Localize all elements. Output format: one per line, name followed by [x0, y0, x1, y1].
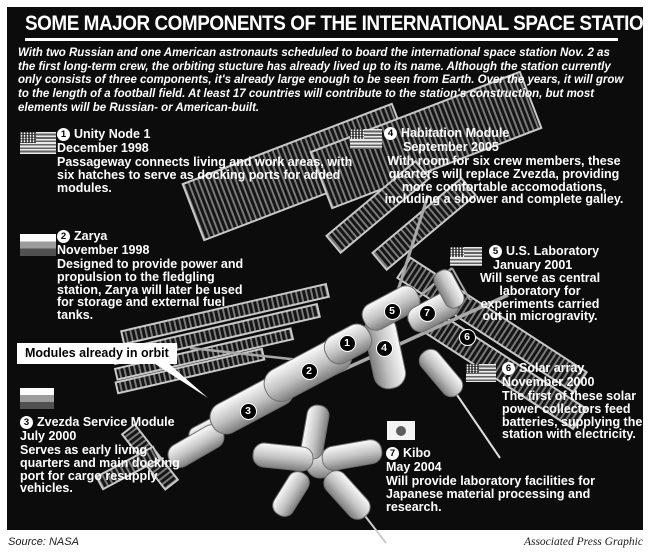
item-number-badge: 6	[502, 362, 515, 375]
japan-flag-icon	[387, 421, 415, 440]
item-solar-array: 6 Solar array November 2000 The first of…	[502, 362, 650, 441]
item-name: Unity Node 1	[74, 127, 151, 141]
callout-modules-in-orbit: Modules already in orbit	[17, 343, 177, 364]
item-us-laboratory-description: Will serve as central laboratory for exp…	[479, 271, 601, 324]
item-us-laboratory: 5 U.S. Laboratory January 2001	[489, 245, 639, 272]
us-flag-icon	[466, 364, 496, 382]
item-number-badge: 2	[57, 230, 70, 243]
title-rule	[25, 38, 618, 41]
item-description: Will provide laboratory facilities for J…	[386, 474, 595, 514]
item-description: The first of these solar power collector…	[502, 389, 643, 442]
russia-flag-icon	[20, 388, 54, 409]
item-habitation: 4 Habitation Module September 2005	[384, 127, 644, 154]
item-name: Solar array	[519, 361, 585, 375]
item-date: November 1998	[57, 243, 150, 257]
item-date: May 2004	[386, 460, 442, 474]
item-name: Zvezda Service Module	[37, 415, 175, 429]
item-name: Zarya	[74, 229, 108, 243]
item-date: November 2000	[502, 375, 595, 389]
item-habitation-description: With room for six crew members, these qu…	[384, 154, 624, 207]
item-number-badge: 4	[384, 127, 397, 140]
source-credit: Source: NASA	[8, 536, 79, 548]
intro-paragraph: With two Russian and one American astron…	[18, 47, 624, 114]
item-number-badge: 7	[386, 447, 399, 460]
item-zarya: 2 Zarya November 1998 Designed to provid…	[57, 230, 267, 322]
us-flag-icon	[350, 129, 382, 149]
russia-flag-icon	[20, 234, 56, 256]
page-title: SOME MAJOR COMPONENTS OF THE INTERNATION…	[25, 12, 650, 35]
item-description: Designed to provide power and propulsion…	[57, 257, 244, 323]
ap-credit: Associated Press Graphic	[523, 536, 643, 548]
item-date: September 2005	[403, 140, 499, 154]
item-description: Passageway connects living and work area…	[57, 155, 353, 195]
item-date: December 1998	[57, 141, 149, 155]
item-number-badge: 1	[57, 128, 70, 141]
item-name: U.S. Laboratory	[506, 244, 600, 258]
item-unity: 1 Unity Node 1 December 1998 Passageway …	[57, 128, 367, 194]
item-zvezda: 3 Zvezda Service Module July 2000 Serves…	[20, 416, 205, 495]
item-number-badge: 5	[489, 245, 502, 258]
item-description: Serves as early living quarters and main…	[20, 443, 180, 496]
item-date: July 2000	[20, 429, 77, 443]
item-name: Kibo	[403, 446, 431, 460]
us-flag-icon	[450, 247, 482, 266]
item-kibo: 7 Kibo May 2004 Will provide laboratory …	[386, 447, 646, 513]
item-number-badge: 3	[20, 416, 33, 429]
item-date: January 2001	[493, 258, 573, 272]
us-flag-icon	[20, 132, 56, 154]
black-panel-background	[7, 7, 643, 530]
item-name: Habitation Module	[401, 126, 510, 140]
